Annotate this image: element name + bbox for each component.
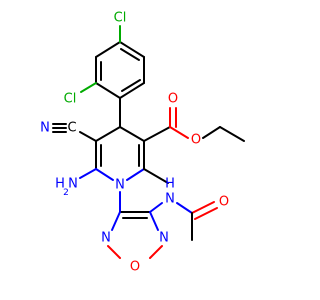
bond xyxy=(119,41,145,58)
bond-ester-c xyxy=(143,126,171,142)
atom-n-amide: N xyxy=(165,192,175,207)
bond xyxy=(119,126,145,142)
atom-h2-subscript: 2 xyxy=(63,188,69,198)
atom-n-amino: N xyxy=(68,177,78,192)
atom-n-ring: N xyxy=(115,178,125,193)
bond xyxy=(149,245,163,259)
dichlorophenyl-ring xyxy=(95,41,145,99)
atom-n-furazan-b: N xyxy=(159,231,169,246)
bond xyxy=(107,245,121,259)
atom-n-furazan: N xyxy=(101,231,111,246)
bond-methyl xyxy=(143,168,169,184)
bond xyxy=(95,41,121,58)
atom-o-ester: O xyxy=(191,133,201,148)
atom-cl-left: Cl xyxy=(64,92,77,107)
bond xyxy=(95,82,121,99)
atom-c-nitrile: C xyxy=(67,121,76,136)
bond-cl-left xyxy=(80,82,97,93)
molecule-structure: Cl Cl O O C N H N 2 N N O N N H O xyxy=(40,11,245,275)
bond-amide-c xyxy=(176,202,193,214)
dihydropyridine-ring xyxy=(95,97,145,181)
bond xyxy=(149,211,159,231)
atom-o-carbonyl: O xyxy=(168,92,178,107)
bond-ethyl-2 xyxy=(219,126,245,142)
bond xyxy=(111,211,121,231)
atom-o-furazan: O xyxy=(130,260,140,275)
bond-c-cn xyxy=(79,131,97,142)
atom-o-amide: O xyxy=(219,195,229,210)
bond xyxy=(95,126,121,142)
atom-cl-top: Cl xyxy=(114,11,127,26)
bond xyxy=(120,48,140,61)
atom-h-amino: H xyxy=(55,177,65,192)
bond xyxy=(95,168,114,181)
bond-amide-o xyxy=(191,201,215,214)
bond xyxy=(126,168,145,181)
bond-ester-o xyxy=(169,126,189,139)
bond xyxy=(121,79,141,92)
atom-h-amide: H xyxy=(165,177,175,192)
bond-ethyl-1 xyxy=(202,126,221,139)
furazan-ring xyxy=(107,211,163,259)
atom-n-nitrile: N xyxy=(40,121,50,136)
bond xyxy=(119,82,145,99)
bond-amide-o-double xyxy=(194,207,218,220)
bond-amide-n xyxy=(149,202,163,213)
bond-amino xyxy=(79,168,97,179)
